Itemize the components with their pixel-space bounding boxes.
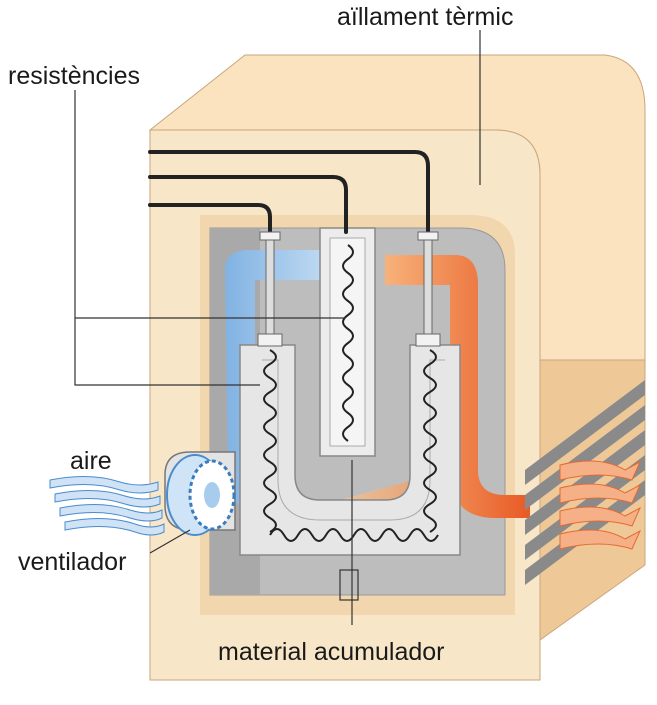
rod-left — [265, 235, 275, 337]
rod-right — [423, 235, 433, 337]
leader-resistors — [74, 90, 260, 386]
coil-bottom — [269, 528, 439, 542]
storage-core — [239, 227, 461, 556]
heating-coils — [263, 244, 439, 542]
fan — [164, 451, 236, 536]
label-resistors: resistències — [8, 62, 140, 90]
leader-fan — [149, 529, 191, 554]
core-u-shape — [239, 344, 461, 556]
fan-hub — [204, 482, 220, 508]
rod-right-base — [415, 333, 441, 347]
incoming-air — [49, 475, 165, 536]
terminal-rods — [257, 231, 441, 347]
rod-left-cap — [259, 231, 281, 241]
label-fan: ventilador — [18, 548, 127, 576]
coil-right — [423, 349, 437, 533]
core-inner-edge — [262, 359, 445, 521]
leader-lines — [74, 30, 481, 625]
label-thermal-insulation: aïllament tèrmic — [337, 3, 514, 31]
wire-1 — [148, 150, 430, 237]
hot-air-outflow — [559, 460, 642, 550]
label-storage-material: material acumulador — [218, 638, 445, 666]
wire-3 — [148, 203, 272, 237]
supply-wires — [148, 150, 430, 237]
rod-left-base — [257, 333, 283, 347]
label-air: aire — [70, 447, 112, 475]
leader-storage-bracket — [339, 569, 359, 601]
wire-2 — [148, 175, 348, 234]
rod-right-cap — [417, 231, 439, 241]
coil-left — [263, 349, 277, 533]
central-core-inner — [329, 237, 366, 447]
coil-central — [342, 244, 354, 442]
